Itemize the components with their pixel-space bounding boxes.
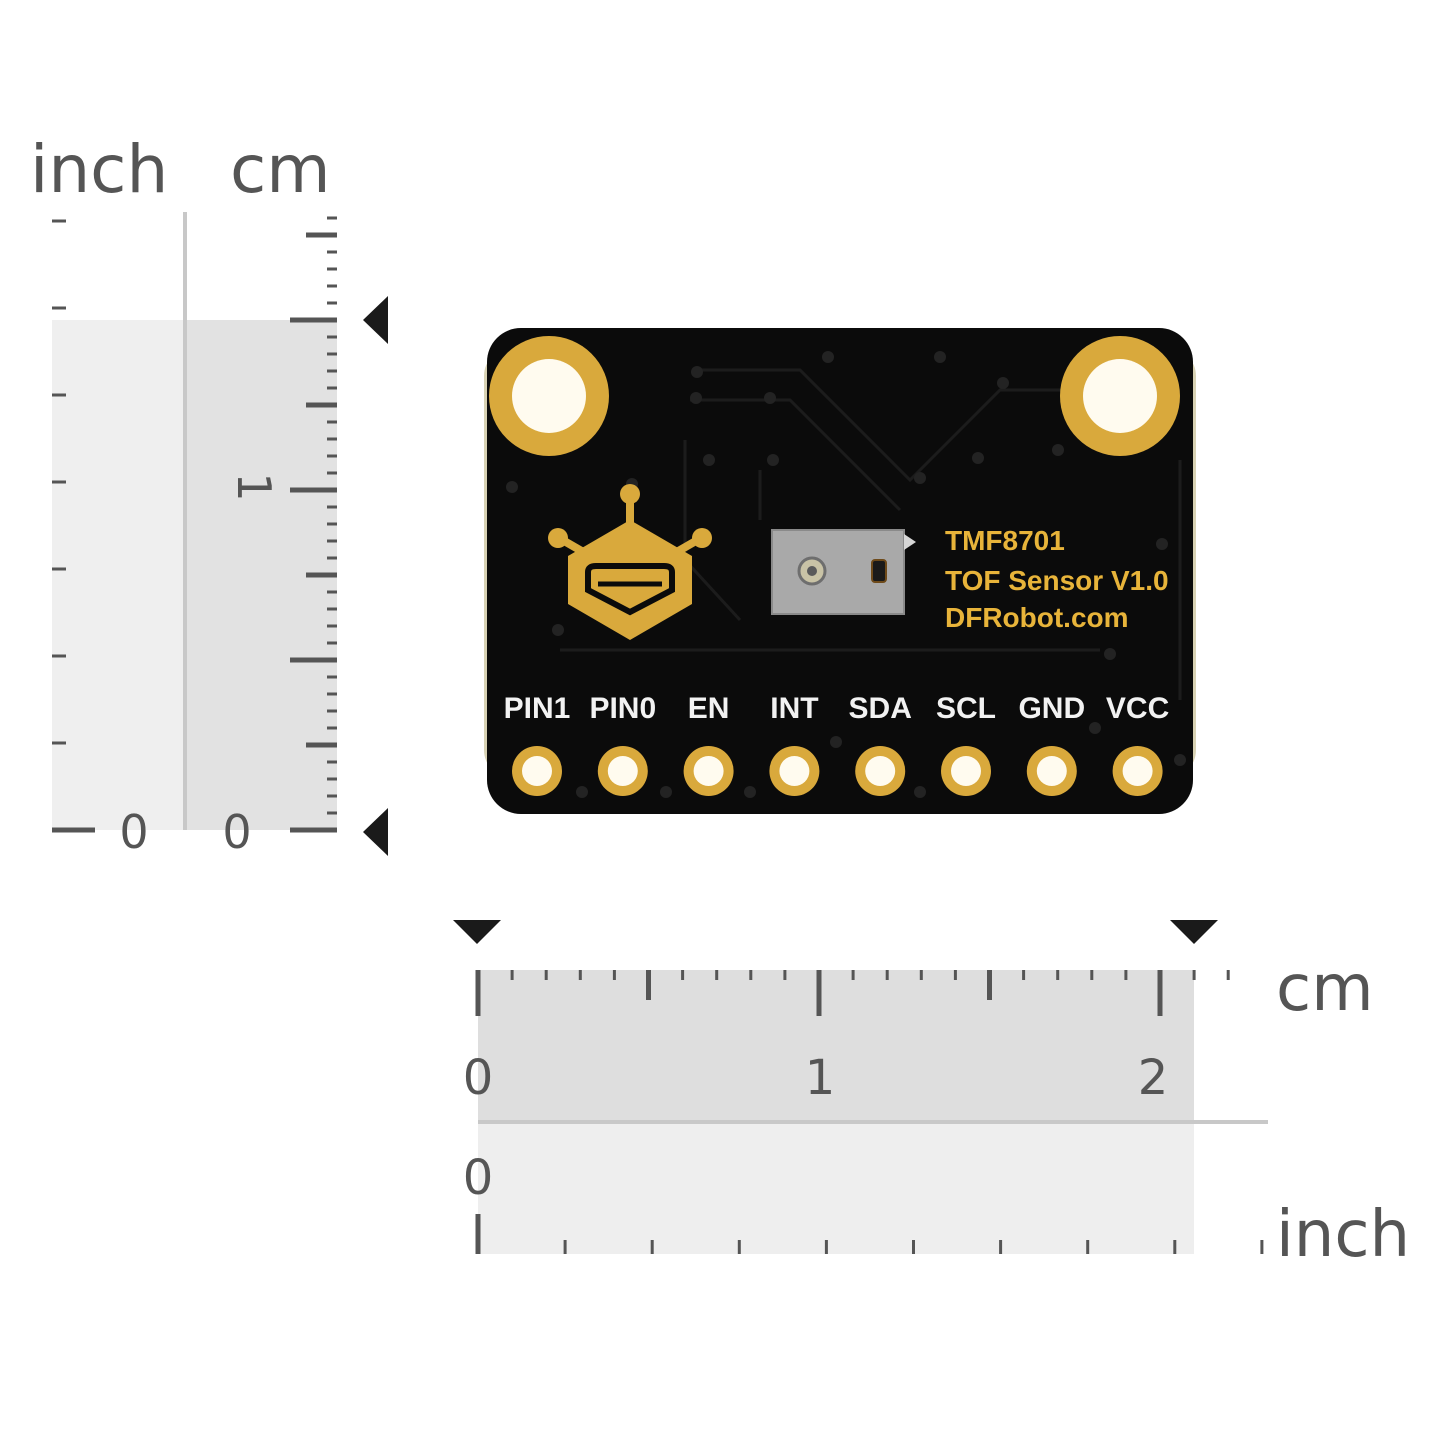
horizontal-ruler: 0 1 2 0 cm inch <box>453 920 1410 1272</box>
pin-hole-gnd <box>1036 756 1067 786</box>
inch-unit-label-horizontal: inch <box>1276 1198 1410 1272</box>
pin-hole-en <box>693 756 724 786</box>
dfrobot-logo-icon <box>548 484 712 640</box>
pcb-vias <box>506 351 1186 798</box>
cm-unit-label-horizontal: cm <box>1276 952 1374 1026</box>
inch-ticks-horizontal <box>475 1214 1264 1254</box>
pin-label-scl: SCL <box>936 692 996 725</box>
sensor-board: TMF8701 TOF Sensor V1.0 DFRobot.com PIN1… <box>484 328 1196 814</box>
pin-label-en: EN <box>688 692 730 725</box>
pin-label-int: INT <box>770 692 818 725</box>
pin-hole-pin0 <box>607 756 638 786</box>
cm-zero-label: 0 <box>222 805 251 859</box>
inch-scale-band <box>52 320 185 830</box>
pin-label-vcc: VCC <box>1106 692 1169 725</box>
pin-hole-sda <box>865 756 896 786</box>
pin-label-pin1: PIN1 <box>504 692 571 725</box>
pin-hole-pin1 <box>522 756 552 786</box>
cm-unit-label-vertical: cm <box>230 131 331 208</box>
pin-hole-int <box>779 756 810 786</box>
cm-one-label: 1 <box>227 472 281 501</box>
cm-label-2: 2 <box>1138 1050 1169 1106</box>
inch-unit-label: inch <box>30 131 168 208</box>
inch-zero-label: 0 <box>119 805 148 859</box>
pin-label-gnd: GND <box>1018 692 1085 725</box>
bottom-marker-arrow <box>363 808 388 856</box>
tof-sensor-chip <box>771 529 916 615</box>
pin-hole-scl <box>951 756 981 786</box>
inch-label-0: 0 <box>463 1150 494 1206</box>
mounting-hole-left <box>489 336 609 456</box>
cm-label-0: 0 <box>463 1050 494 1106</box>
board-product-text: TOF Sensor V1.0 <box>945 565 1169 596</box>
inch-ticks-vertical <box>52 219 95 833</box>
cm-ticks-horizontal <box>475 970 1230 1016</box>
board-website-text: DFRobot.com <box>945 602 1129 633</box>
cm-scale-band-horizontal <box>478 970 1194 1122</box>
pin-header: PIN1 PIN0 EN INT SDA SCL GND VCC <box>504 692 1169 796</box>
left-marker-arrow <box>453 920 501 944</box>
pin-hole-vcc <box>1122 756 1153 786</box>
pin-label-pin0: PIN0 <box>589 692 656 725</box>
top-marker-arrow <box>363 296 388 344</box>
pin-label-sda: SDA <box>849 692 912 725</box>
inch-scale-band-horizontal <box>478 1122 1194 1254</box>
board-model-text: TMF8701 <box>945 525 1065 556</box>
cm-label-1: 1 <box>805 1050 836 1106</box>
cm-ticks-vertical <box>290 216 337 833</box>
vertical-ruler: inch cm 0 0 1 <box>30 131 388 859</box>
mounting-hole-right <box>1060 336 1180 456</box>
right-marker-arrow <box>1170 920 1218 944</box>
